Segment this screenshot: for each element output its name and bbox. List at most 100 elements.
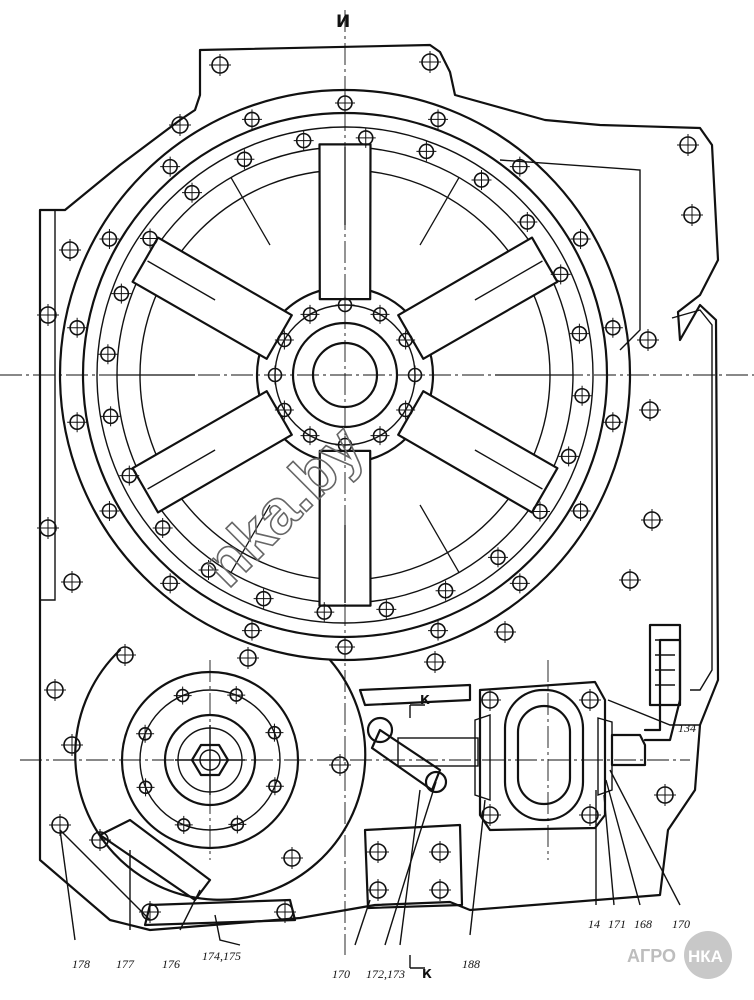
perimeter-bolt xyxy=(641,509,663,531)
callout-188: 188 xyxy=(462,957,480,971)
housing-bolt xyxy=(160,573,181,594)
rim-bolt xyxy=(293,130,314,151)
housing-bolt xyxy=(428,109,449,130)
perimeter-bolt xyxy=(37,517,59,539)
callout-176: 176 xyxy=(162,957,180,971)
callout-172-173: 172,173 xyxy=(366,967,405,981)
housing-bolt xyxy=(99,501,120,521)
perimeter-bolt xyxy=(579,804,601,826)
perimeter-bolt xyxy=(681,204,703,226)
rim-bolt xyxy=(97,344,118,365)
rib xyxy=(419,504,460,573)
rim-bolt xyxy=(529,501,550,522)
perimeter-bolt xyxy=(419,51,441,73)
rim-bolts xyxy=(97,127,593,623)
perimeter-bolt xyxy=(579,689,601,711)
rim-bolt xyxy=(182,182,203,203)
upper-bracket xyxy=(358,683,472,707)
hub-bolt xyxy=(370,426,390,446)
perimeter-bolt xyxy=(114,644,136,666)
perimeter-bolt xyxy=(59,239,81,261)
rim-bolt xyxy=(416,141,437,162)
housing-bolt xyxy=(509,573,530,594)
hub-bolt xyxy=(370,304,390,324)
rim-bolt xyxy=(111,283,132,304)
rib xyxy=(474,260,543,301)
housing-bolt xyxy=(428,620,449,641)
left-flange-strip xyxy=(40,209,56,601)
rim-bolt xyxy=(550,264,571,285)
hub-bolt xyxy=(300,304,320,324)
upper-right-lug xyxy=(499,159,641,351)
perimeter-bolt xyxy=(61,734,83,756)
perimeter-bolt xyxy=(479,689,501,711)
perimeter-bolt xyxy=(654,784,676,806)
rim-bolt xyxy=(517,212,538,233)
rim-bolt xyxy=(569,323,590,344)
callout-170a: 170 xyxy=(672,917,690,931)
hub-bolt xyxy=(300,426,320,446)
rod-guide xyxy=(397,737,479,767)
rim-bolt xyxy=(355,127,376,148)
link-pin-upper xyxy=(366,716,394,744)
outlet-fitting xyxy=(610,733,647,767)
housing-bolt xyxy=(67,317,88,338)
housing-bolt xyxy=(570,229,591,249)
rib xyxy=(230,177,271,246)
housing-outline xyxy=(38,43,720,932)
lever-link xyxy=(143,898,297,927)
lever-assembly xyxy=(59,818,297,927)
rim-bolt xyxy=(234,149,255,170)
right-cover-plate xyxy=(671,309,713,691)
rim-bolt xyxy=(558,446,579,467)
housing-bolt xyxy=(160,156,181,177)
hub-bolt xyxy=(396,330,416,350)
callout-174-175: 174,175 xyxy=(202,949,241,963)
housing-bolt xyxy=(67,412,88,433)
perimeter-bolt xyxy=(619,569,641,591)
right-seal xyxy=(597,717,613,796)
link-pin-lower xyxy=(424,770,448,794)
callout-178: 178 xyxy=(72,957,90,971)
callout-134: 134 xyxy=(678,721,696,735)
perimeter-bolt xyxy=(44,679,66,701)
rim-bolt xyxy=(198,559,219,580)
rim-bolt xyxy=(140,228,161,249)
housing-bolt xyxy=(509,156,530,177)
perimeter-bolt xyxy=(639,399,661,421)
rib xyxy=(147,260,216,301)
bracket-assembly xyxy=(358,683,479,910)
lever-arm xyxy=(98,818,212,902)
rim-bolt xyxy=(152,517,173,538)
rim-bolt xyxy=(100,406,121,427)
watermark-logo-circle xyxy=(684,931,732,979)
section-mark-k-lower: К xyxy=(409,955,432,981)
lever-line xyxy=(59,829,151,921)
section-mark-top: И xyxy=(336,12,350,32)
section-mark-k-upper: К xyxy=(409,693,430,718)
perimeter-bolt xyxy=(637,329,659,351)
perimeter-bolt xyxy=(677,134,699,156)
callout-177: 177 xyxy=(116,957,135,971)
hub-bolt xyxy=(274,400,294,420)
rim-bolt xyxy=(435,580,456,601)
rim-bolt xyxy=(572,385,593,406)
perimeter-bolt xyxy=(494,621,516,643)
housing-bolt xyxy=(241,109,262,130)
callout-170b: 170 xyxy=(332,967,350,981)
perimeter-bolt xyxy=(237,647,259,669)
hose-ribs xyxy=(655,639,675,686)
valve-oval-inner xyxy=(516,704,572,806)
leader-lines xyxy=(59,699,700,946)
watermark-logo-right: НКА xyxy=(688,947,723,966)
rim-bolt xyxy=(119,465,140,486)
watermark-logo: АГРО НКА xyxy=(627,931,732,979)
perimeter-bolt xyxy=(209,54,231,76)
callout-168a: 168 xyxy=(634,917,652,931)
hub-bolt xyxy=(396,400,416,420)
valve-oval-outer xyxy=(503,688,585,822)
perimeter-bolt xyxy=(37,304,59,326)
perimeter-bolt xyxy=(367,879,389,901)
